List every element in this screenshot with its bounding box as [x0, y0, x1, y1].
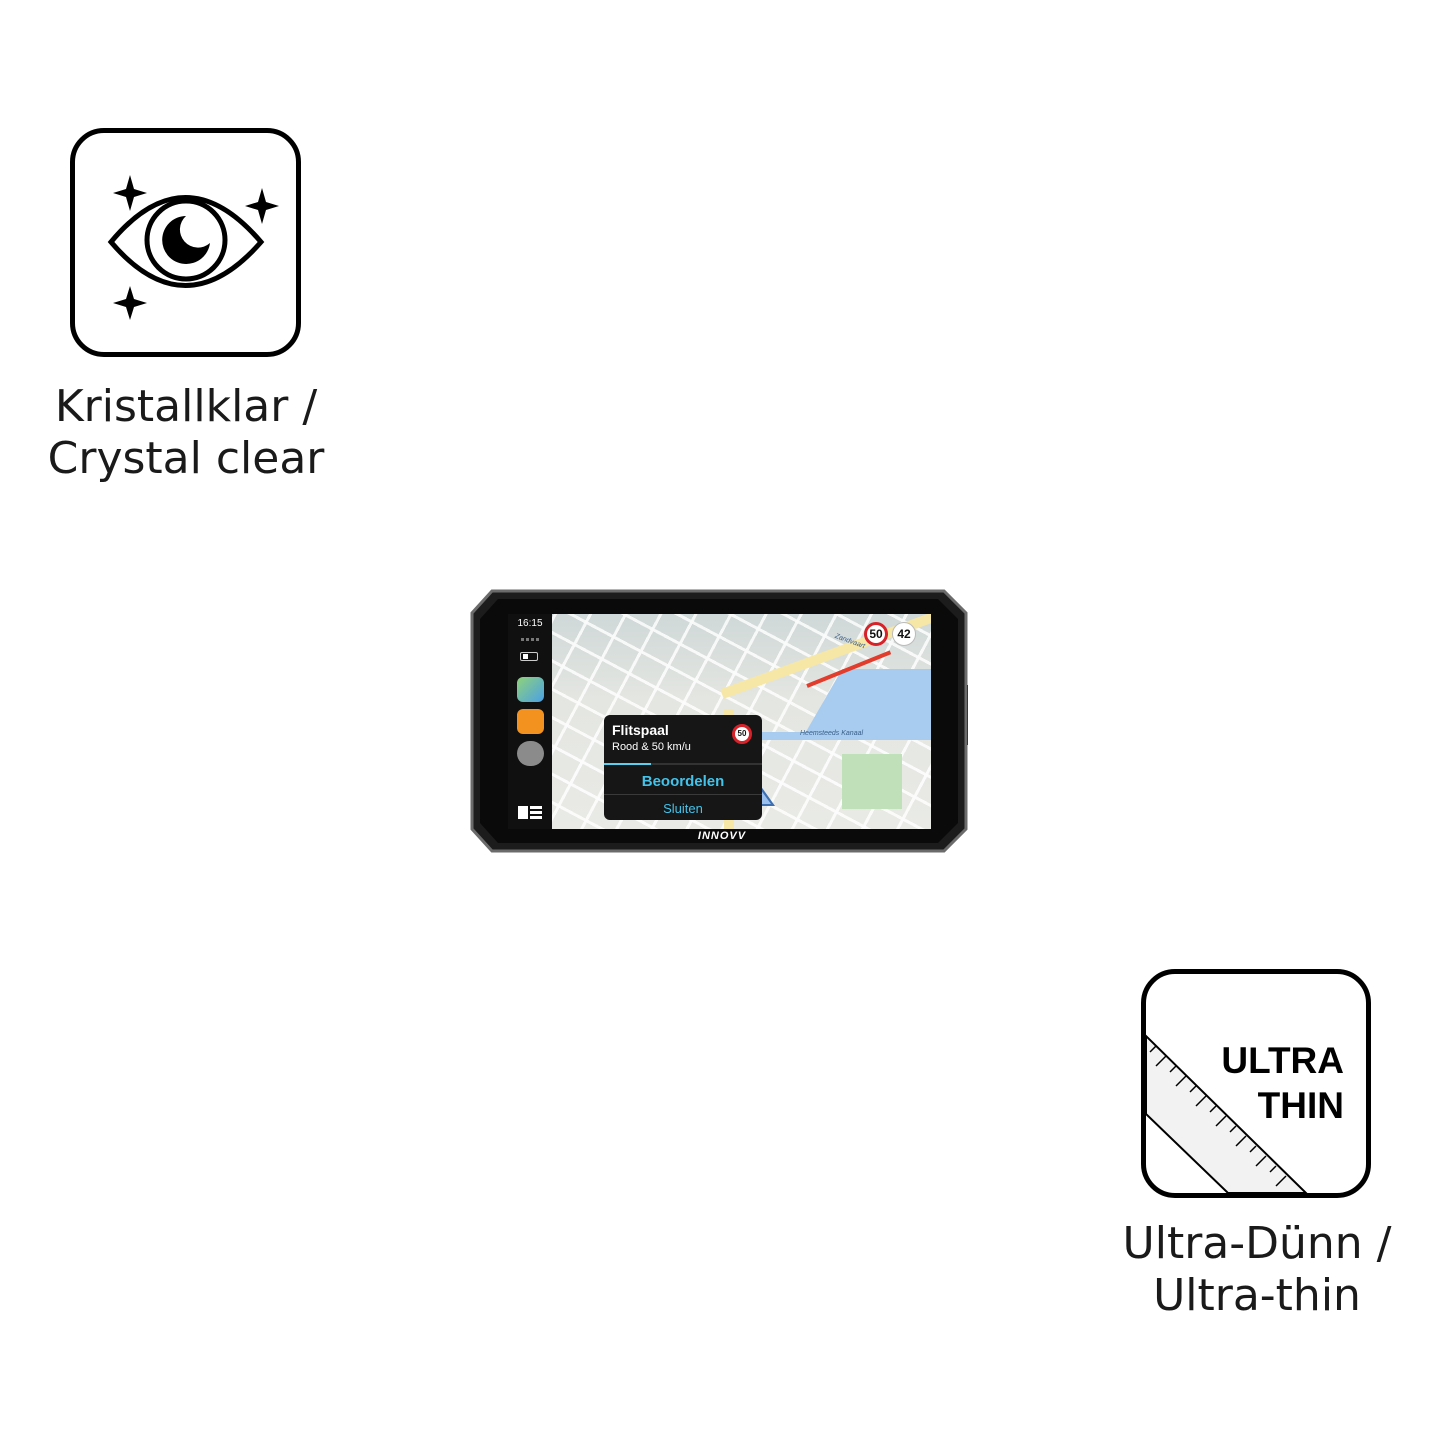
crystal-clear-label-line1: Kristallklar /	[54, 381, 318, 432]
alert-divider	[604, 794, 762, 795]
alert-title: Flitspaal	[612, 722, 669, 738]
ultra-thin-badge: ULTRA THIN	[1141, 969, 1371, 1198]
ultra-thin-label: Ultra-Dünn / Ultra-thin	[1096, 1218, 1418, 1322]
crystal-clear-badge	[70, 128, 301, 357]
close-button[interactable]: Sluiten	[604, 798, 762, 818]
current-speed: 42	[892, 622, 916, 646]
map-view[interactable]: Zandvaart Heemsteeds Kanaal 50 42 Flitsp…	[552, 614, 931, 829]
settings-app-icon[interactable]	[517, 741, 544, 766]
speed-camera-alert: Flitspaal Rood & 50 km/u 50 Beoordelen S…	[604, 715, 762, 820]
crystal-clear-label: Kristallklar / Crystal clear	[30, 381, 342, 485]
device-screen[interactable]: 16:15 Zandvaart Heemsteeds Kanaal 50 42 …	[508, 614, 931, 829]
status-time: 16:15	[517, 618, 543, 629]
ultra-thin-badge-text: ULTRA THIN	[1174, 1038, 1344, 1128]
badge-text-ultra: ULTRA	[1221, 1040, 1344, 1081]
alert-subtitle: Rood & 50 km/u	[612, 741, 691, 753]
navigation-device: 16:15 Zandvaart Heemsteeds Kanaal 50 42 …	[470, 589, 968, 853]
alert-speed-badge: 50	[732, 724, 752, 744]
ultra-thin-ruler-icon	[1146, 1034, 1308, 1193]
dashboard-toggle-icon[interactable]	[518, 806, 542, 819]
carplay-sidebar: 16:15	[508, 614, 552, 829]
canal-label: Heemsteeds Kanaal	[800, 730, 864, 737]
eye-sparkle-icon	[107, 175, 279, 320]
alert-progress-fill	[604, 763, 652, 765]
maps-app-icon[interactable]	[517, 677, 544, 702]
ultra-thin-label-line2: Ultra-thin	[1153, 1270, 1361, 1321]
crystal-clear-label-line2: Crystal clear	[47, 433, 325, 484]
signal-dots-icon	[521, 638, 539, 641]
books-app-icon[interactable]	[517, 709, 544, 734]
speed-limit-sign: 50	[864, 622, 888, 646]
map-canal	[747, 732, 931, 740]
alert-progress-bar	[604, 763, 762, 765]
battery-icon	[520, 652, 538, 661]
badge-text-thin: THIN	[1257, 1085, 1344, 1126]
brand-logo: INNOVV	[697, 830, 747, 842]
review-button[interactable]: Beoordelen	[604, 769, 762, 793]
map-park	[842, 754, 902, 809]
ultra-thin-label-line1: Ultra-Dünn /	[1122, 1218, 1392, 1269]
